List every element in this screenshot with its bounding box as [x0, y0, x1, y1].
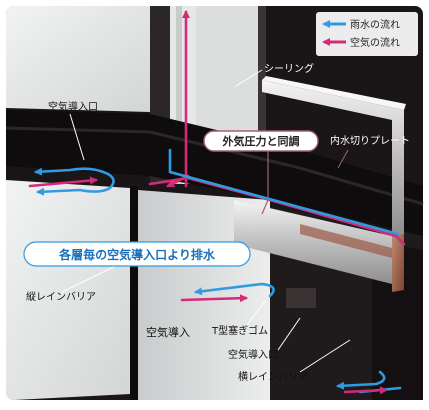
air-arrow-left-in: [28, 176, 98, 188]
drain-callout-box: [23, 241, 251, 267]
label-air-inlet-bottom: 空気導入口: [228, 348, 278, 361]
horizontal-transom: [6, 110, 423, 236]
flashing-copper-edge: [392, 234, 404, 292]
flashing-bottom-ledge: [234, 200, 404, 284]
flashing-copper-strip: [300, 224, 392, 258]
mullion-groove: [176, 6, 182, 184]
callout-flashing: [337, 149, 349, 169]
pressure-callout-box: [203, 130, 319, 152]
label-air-intake: 空気導入: [146, 325, 190, 339]
callout-t-plug: [239, 299, 267, 335]
label-vertical-rain-barrier: 縦レインバリア: [26, 290, 96, 303]
rain-arrow-left-out: [34, 167, 110, 176]
rain-path-horizontal: [168, 148, 400, 236]
legend-box: [316, 12, 418, 56]
label-horizontal-rain-barrier: 横レインバリア: [238, 370, 308, 383]
label-air-inlet-top: 空気導入口: [48, 100, 98, 113]
vertical-joint: [130, 186, 138, 400]
label-drain-each-floor: 各層毎の空気導入口より排水: [58, 247, 216, 262]
air-arrow-bottom-in: [343, 386, 388, 395]
air-arrow-end: [394, 234, 406, 246]
callout-sealing: [235, 69, 263, 87]
callout-air-inlet-bottom: [277, 317, 301, 351]
callout-pressure: [261, 150, 269, 215]
air-arrow-lower-in: [180, 294, 248, 303]
rain-arrow-lower-out: [194, 282, 275, 298]
label-t-plug-rubber: T型塞ぎゴム: [211, 324, 268, 337]
rain-arrow-left-loop: [36, 172, 115, 196]
callout-horizontal-barrier: [299, 339, 351, 373]
flashing-top-edge: [262, 76, 406, 110]
label-pressure: 外気圧力と同調: [222, 134, 300, 148]
legend-air-label: 空気の流れ: [350, 36, 400, 49]
legend: 雨水の流れ 空気の流れ: [316, 12, 418, 56]
legend-rain-label: 雨水の流れ: [350, 18, 400, 31]
callout-air-inlet-top: [69, 113, 85, 161]
label-sealing: シーリング: [264, 62, 314, 75]
lower-left-panel: [6, 180, 130, 400]
rain-arrow-bottom-out: [336, 370, 386, 390]
mullion-right: [258, 6, 266, 186]
callout-lines: [61, 69, 351, 373]
label-inner-flashing: 内水切りプレート: [330, 134, 410, 147]
upper-left-panel: [6, 6, 150, 112]
t-plug-rubber-shape: [286, 288, 316, 308]
callout-vertical-barrier: [61, 261, 125, 293]
air-arrow-branch: [166, 174, 190, 188]
